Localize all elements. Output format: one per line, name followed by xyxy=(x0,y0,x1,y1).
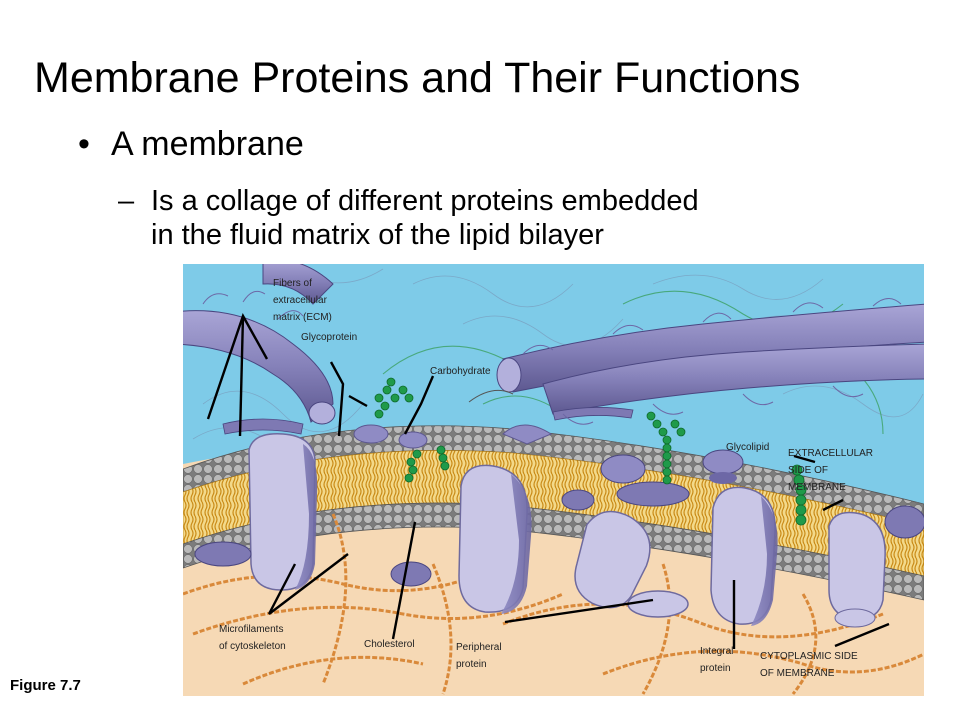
carbohydrate-stalk xyxy=(468,389,514,403)
label-extracellular-side-1: EXTRACELLULAR xyxy=(788,448,873,459)
label-microfilaments-2: of cytoskeleton xyxy=(219,641,286,652)
label-extracellular-side-2: SIDE OF xyxy=(788,465,828,476)
membrane-diagram: Fibers of extracellular matrix (ECM) Gly… xyxy=(183,264,924,696)
figure-labels: Fibers of extracellular matrix (ECM) Gly… xyxy=(219,278,873,679)
label-peripheral-protein-1: Peripheral xyxy=(456,642,502,653)
label-integral-protein-1: Integral xyxy=(700,646,733,657)
membrane-figure: Fibers of extracellular matrix (ECM) Gly… xyxy=(183,264,924,696)
label-fibers-ecm-2: extracellular xyxy=(273,295,328,306)
bullet-line: • A membrane xyxy=(78,122,304,166)
ecm-collagen-fibers xyxy=(183,264,924,435)
label-fibers-ecm-1: Fibers of xyxy=(273,278,312,289)
label-extracellular-side-3: MEMBRANE xyxy=(788,482,846,493)
cytoskeleton-microfilaments xyxy=(183,513,924,695)
label-fibers-ecm-3: matrix (ECM) xyxy=(273,312,332,323)
sub-bullet-line-1: Is a collage of different proteins embed… xyxy=(151,185,699,217)
sub-bullet: –Is a collage of different proteins embe… xyxy=(118,184,699,252)
carbohydrate-chains xyxy=(374,377,807,526)
label-carbohydrate: Carbohydrate xyxy=(430,366,491,377)
label-glycolipid: Glycolipid xyxy=(726,442,769,453)
bullet-marker: • xyxy=(78,125,90,163)
leader-lines xyxy=(206,313,890,649)
label-glycoprotein: Glycoprotein xyxy=(301,332,357,343)
label-microfilaments-1: Microfilaments xyxy=(219,624,283,635)
label-peripheral-protein-2: protein xyxy=(456,659,487,670)
bullet-text: A membrane xyxy=(111,125,304,163)
sub-bullet-marker: – xyxy=(118,185,135,217)
ecm-fiber-strands xyxy=(202,290,902,425)
membrane-proteins xyxy=(194,424,924,628)
lipid-bilayer xyxy=(183,425,924,601)
slide-title: Membrane Proteins and Their Functions xyxy=(34,54,801,102)
label-cholesterol: Cholesterol xyxy=(364,639,415,650)
label-cytoplasmic-side-1: CYTOPLASMIC SIDE xyxy=(760,651,858,662)
label-integral-protein-2: protein xyxy=(700,663,731,674)
label-cytoplasmic-side-2: OF MEMBRANE xyxy=(760,668,835,679)
figure-caption: Figure 7.7 xyxy=(10,677,81,694)
sub-bullet-line-2: in the fluid matrix of the lipid bilayer xyxy=(151,219,604,251)
